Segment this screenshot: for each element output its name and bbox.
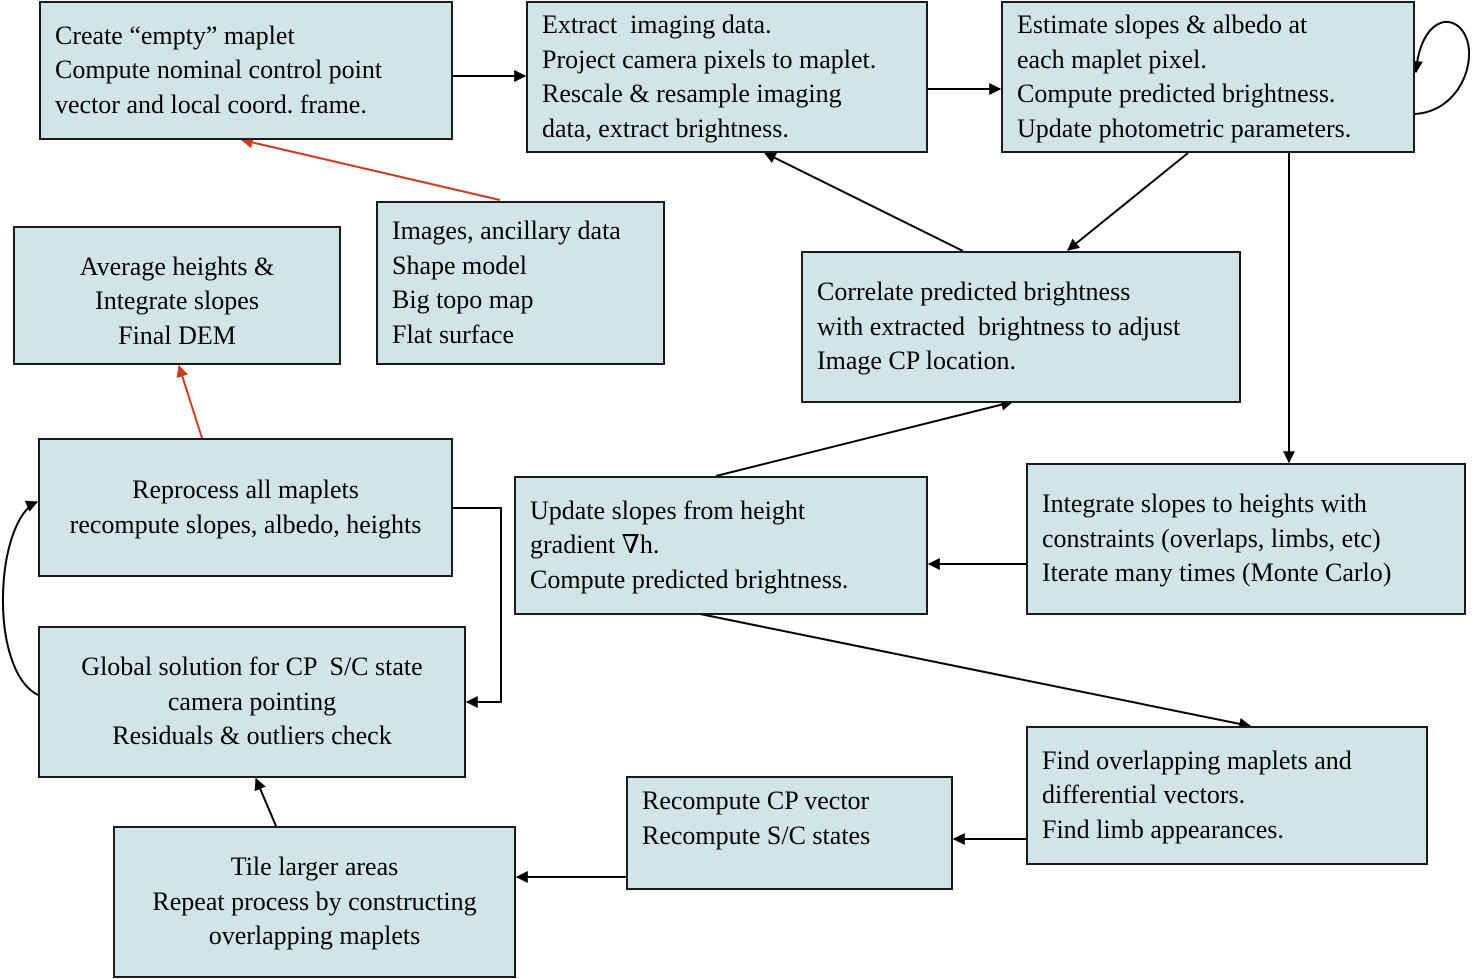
arrow-inputs-to-create bbox=[240, 136, 501, 201]
arrow-reprocess-to-final-dem bbox=[176, 364, 203, 439]
arrow-global-to-reprocess bbox=[2, 500, 39, 696]
box-text-line: with extracted brightness to adjust bbox=[817, 311, 1181, 341]
box-text-line: Compute predicted brightness. bbox=[1017, 79, 1336, 108]
box-text-line: Correlate predicted brightness bbox=[817, 277, 1131, 307]
box-text-line: each maplet pixel. bbox=[1017, 44, 1207, 74]
box-text-line: differential vectors. bbox=[1042, 780, 1246, 810]
box-text-line: recompute slopes, albedo, heights bbox=[69, 509, 422, 539]
arrow-tile-to-global bbox=[254, 777, 277, 827]
box-text-line: Estimate slopes & albedo at bbox=[1017, 10, 1308, 39]
box-text-line: Extract imaging data. bbox=[542, 10, 772, 39]
box-text-line: Reprocess all maplets bbox=[132, 475, 359, 504]
box-text-line: Update slopes from height bbox=[530, 495, 806, 525]
extract-imaging-box: Extract imaging data. Project camera pix… bbox=[526, 1, 928, 153]
box-text-line: gradient ∇h. bbox=[530, 530, 660, 560]
box-text-line: Create “empty” maplet bbox=[55, 20, 295, 50]
box-text-line: Average heights & bbox=[79, 251, 275, 281]
box-text-line: Integrate slopes bbox=[95, 286, 259, 316]
box-text-line: Find limb appearances. bbox=[1042, 814, 1284, 844]
box-text-line: Rescale & resample imaging bbox=[542, 79, 842, 108]
box-text-line: Integrate slopes to heights with bbox=[1042, 489, 1367, 519]
box-text-line: Global solution for CP S/C state bbox=[81, 652, 423, 682]
global-solution-box: Global solution for CP S/C state camera … bbox=[38, 626, 466, 778]
reprocess-box: Reprocess all maplets recompute slopes, … bbox=[38, 438, 453, 577]
box-text-line: Flat surface bbox=[392, 319, 515, 349]
box-text-line: overlapping maplets bbox=[208, 921, 421, 951]
update-slopes-box: Update slopes from height gradient ∇h. C… bbox=[514, 476, 928, 615]
arrow-update-to-correlate bbox=[715, 398, 1014, 477]
arrow-estimate-self-loop bbox=[1410, 20, 1470, 115]
box-text-line: constraints (overlaps, limbs, etc) bbox=[1042, 523, 1381, 553]
box-text-line: Residuals & outliers check bbox=[112, 721, 392, 751]
arrow-correlate-to-extract bbox=[763, 152, 964, 252]
arrow-update-to-find-overlapping bbox=[699, 613, 1252, 730]
box-text-line: Recompute CP vector bbox=[642, 786, 870, 815]
box-text-line: Repeat process by constructing bbox=[152, 886, 477, 916]
box-text-line: Find overlapping maplets and bbox=[1042, 745, 1352, 775]
box-text-line: data, extract brightness. bbox=[542, 113, 789, 143]
final-dem-box: Average heights & Integrate slopes Final… bbox=[13, 226, 341, 365]
box-text-line: Images, ancillary data bbox=[392, 216, 621, 245]
box-text-line: Recompute S/C states bbox=[642, 820, 871, 850]
box-text-line: Shape model bbox=[392, 250, 528, 280]
box-text-line: Update photometric parameters. bbox=[1017, 113, 1352, 143]
box-text-line: Final DEM bbox=[118, 320, 236, 350]
box-text-line: vector and local coord. frame. bbox=[55, 89, 367, 119]
box-text-line: camera pointing bbox=[167, 686, 337, 716]
box-text-line: Tile larger areas bbox=[230, 852, 399, 882]
box-text-line: Compute nominal control point bbox=[55, 55, 383, 85]
estimate-slopes-box: Estimate slopes & albedo at each maplet … bbox=[1001, 1, 1415, 153]
recompute-cp-box: Recompute CP vector Recompute S/C states bbox=[626, 776, 953, 890]
box-text-line: Big topo map bbox=[392, 285, 534, 314]
box-text-line: Image CP location. bbox=[817, 346, 1017, 376]
box-text-line: Compute predicted brightness. bbox=[530, 564, 849, 594]
inputs-box: Images, ancillary data Shape model Big t… bbox=[376, 201, 665, 365]
correlate-box: Correlate predicted brightness with extr… bbox=[801, 251, 1241, 403]
create-maplet-box: Create “empty” maplet Compute nominal co… bbox=[39, 1, 453, 140]
arrow-estimate-to-correlate bbox=[1067, 152, 1189, 251]
find-overlapping-box: Find overlapping maplets and differentia… bbox=[1026, 726, 1428, 865]
integrate-slopes-box: Integrate slopes to heights with constra… bbox=[1026, 463, 1466, 615]
box-text-line: Iterate many times (Monte Carlo) bbox=[1042, 558, 1392, 588]
tile-larger-box: Tile larger areas Repeat process by cons… bbox=[113, 826, 516, 978]
box-text-line: Project camera pixels to maplet. bbox=[542, 44, 877, 74]
